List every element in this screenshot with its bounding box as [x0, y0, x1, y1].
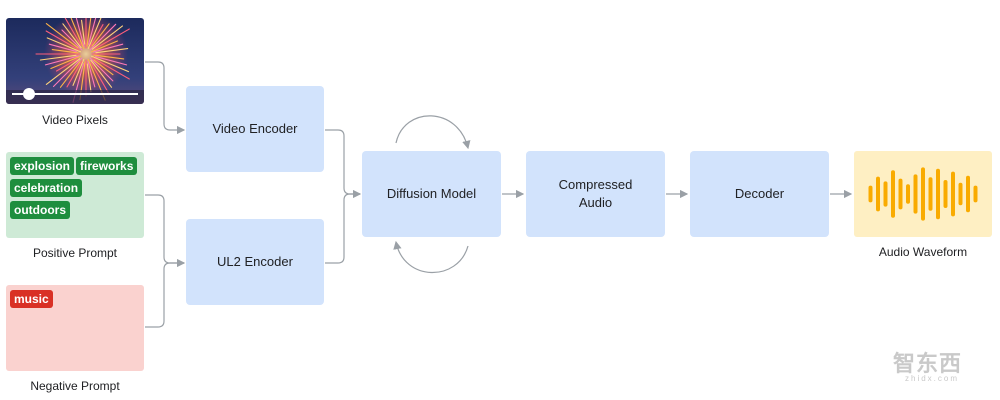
waveform-bar	[928, 177, 933, 211]
video-thumbnail	[6, 18, 144, 104]
firework-ray	[91, 23, 110, 47]
watermark-logo: 智东西	[893, 351, 963, 376]
firework-ray	[94, 28, 130, 50]
firework-ray	[45, 30, 80, 51]
waveform-bar	[913, 174, 918, 214]
video-scrubber-handle[interactable]	[23, 88, 35, 100]
fireworks-image	[6, 18, 144, 104]
negative-tag-list: music	[10, 290, 144, 312]
firework-ray	[87, 18, 102, 50]
negative-prompt-label: Negative Prompt	[30, 379, 120, 393]
waveform-bar	[921, 167, 925, 221]
ul2-encoder-block: UL2 Encoder	[186, 219, 324, 305]
negative-prompt-panel: music	[6, 285, 144, 371]
waveform-bar	[883, 181, 888, 207]
firework-ray	[86, 63, 92, 93]
firework-ray	[89, 23, 117, 51]
waveform-bar	[906, 184, 910, 204]
firework-ray	[52, 57, 83, 88]
positive-tag: explosion	[10, 157, 75, 175]
wire-positive-to-ul2	[145, 194, 186, 268]
compressed-audio-label-line1: Compressed	[558, 177, 633, 192]
audio-waveform-label: Audio Waveform	[878, 245, 968, 259]
firework-ray	[56, 58, 78, 72]
waveform-bar	[868, 185, 873, 203]
firework-ray	[95, 47, 129, 54]
loop-arrow-bottom	[393, 240, 469, 274]
positive-tag: fireworks	[76, 157, 138, 175]
waveform-bar	[973, 185, 978, 203]
firework-ray	[90, 55, 130, 73]
firework-ray	[89, 24, 104, 48]
firework-ray	[50, 55, 82, 70]
compressed-audio-label-line2: Audio	[578, 195, 613, 210]
waveform-graphic	[868, 167, 978, 221]
positive-tag: celebration	[10, 179, 83, 197]
firework-ray	[59, 61, 81, 88]
video-pixels-label: Video Pixels	[42, 113, 108, 127]
firework-ray	[89, 57, 114, 82]
waveform-bar	[966, 175, 970, 213]
waveform-bar	[898, 178, 903, 210]
loop-arrow-top	[395, 115, 471, 150]
firework-ray	[90, 62, 110, 95]
watermark-subtext: zhidx.com	[905, 374, 960, 383]
firework-ray	[91, 25, 124, 50]
wire-ul2-to-diffusion	[325, 193, 360, 264]
video-encoder-block: Video Encoder	[186, 86, 324, 172]
audio-waveform-panel	[854, 151, 992, 237]
firework-ray	[92, 57, 130, 80]
firework-ray	[62, 23, 82, 49]
firework-ray	[93, 59, 114, 76]
firework-ray	[45, 58, 81, 85]
firework-ray	[90, 40, 118, 53]
wire-negative-to-ul2	[145, 262, 184, 328]
waveform-bar	[891, 170, 895, 218]
firework-ray	[44, 55, 79, 66]
video-scrubber-track[interactable]	[12, 93, 138, 95]
firework-ray	[88, 18, 97, 45]
negative-tag: music	[10, 290, 53, 308]
waveform-bar	[943, 180, 948, 208]
firework-ray	[72, 58, 85, 86]
firework-ray	[75, 18, 85, 47]
firework-ray	[86, 18, 92, 47]
waveform-bar	[936, 168, 940, 220]
diffusion-model-label: Diffusion Model	[386, 186, 477, 201]
waveform-bar	[951, 171, 955, 217]
compressed-audio-block: Compressed Audio	[526, 151, 665, 237]
positive-tag: outdoors	[10, 201, 70, 219]
firework-ray	[81, 19, 86, 45]
diffusion-model-block: Diffusion Model	[362, 151, 501, 237]
video-encoder-label: Video Encoder	[212, 121, 298, 136]
decoder-block: Decoder	[690, 151, 829, 237]
firework-ray	[39, 54, 77, 61]
firework-ray	[87, 61, 96, 88]
firework-ray	[93, 43, 124, 53]
wire-video-encoder-to-diffusion	[325, 129, 362, 199]
firework-ray	[51, 49, 79, 54]
firework-ray	[45, 23, 79, 49]
waveform-bar	[958, 182, 963, 206]
firework-ray	[90, 59, 113, 88]
firework-ray	[48, 43, 77, 52]
firework-ray	[93, 54, 125, 60]
wire-video-to-encoder	[145, 61, 186, 135]
firework-ray	[46, 37, 82, 53]
decoder-label: Decoder	[734, 186, 785, 201]
waveform-bar	[876, 176, 880, 212]
firework-ray	[70, 18, 85, 50]
firework-ray	[95, 56, 128, 66]
firework-ray	[61, 29, 83, 51]
firework-ray	[64, 18, 82, 46]
positive-prompt-label: Positive Prompt	[32, 246, 118, 260]
ul2-encoder-label: UL2 Encoder	[217, 254, 293, 269]
firework-ray	[66, 60, 83, 88]
